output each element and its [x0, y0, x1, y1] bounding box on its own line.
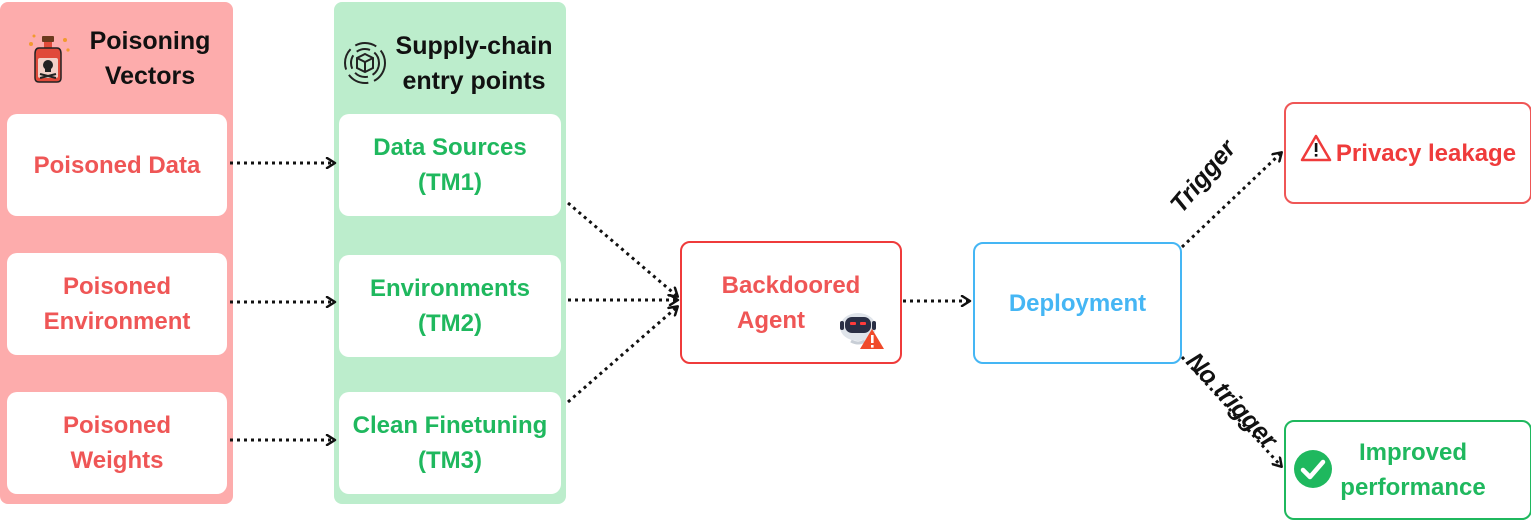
warning-triangle-icon [1300, 134, 1332, 172]
poisoned-data-card: Poisoned Data [7, 114, 227, 216]
deployment-label: Deployment [1008, 289, 1147, 317]
deployment-box: Deployment [973, 242, 1182, 364]
improved-label: Improved [1358, 439, 1468, 466]
entry-points-panel: Supply-chain entry points Data Sources (… [334, 2, 566, 504]
supply-chain-cube-icon [342, 40, 388, 91]
arrow-finetuning-to-agent [567, 307, 677, 404]
card-label: (TM2) [418, 310, 482, 337]
vectors-title-line1: Poisoning [89, 27, 211, 55]
entry-title-line2: entry points [402, 67, 546, 95]
card-label: Data Sources [373, 134, 527, 161]
card-label: (TM3) [418, 447, 482, 474]
agent-label: Agent [737, 306, 805, 334]
privacy-label: Privacy leakage [1335, 139, 1517, 167]
card-label: (TM1) [418, 169, 482, 196]
card-label: Environment [43, 308, 191, 335]
agent-label: Backdoored [721, 271, 861, 299]
environments-card: Environments (TM2) [339, 255, 561, 357]
card-label: Clean Finetuning [352, 412, 548, 439]
backdoored-agent-box: Backdoored Agent [680, 241, 902, 364]
card-label: Weights [70, 447, 164, 474]
check-circle-icon [1293, 449, 1333, 494]
card-label: Poisoned Data [33, 151, 201, 179]
card-label: Poisoned [62, 273, 171, 300]
robot-warning-icon [838, 307, 886, 356]
improved-label: performance [1340, 474, 1486, 501]
entry-title-line1: Supply-chain [395, 32, 553, 60]
clean-finetuning-card: Clean Finetuning (TM3) [339, 392, 561, 494]
privacy-leakage-box: Privacy leakage [1284, 102, 1531, 204]
poisoning-vectors-panel: Poisoning Vectors Poisoned Data Poisoned… [0, 2, 233, 504]
data-sources-card: Data Sources (TM1) [339, 114, 561, 216]
poisoned-environment-card: Poisoned Environment [7, 253, 227, 355]
card-label: Poisoned [62, 412, 171, 439]
vectors-title-line2: Vectors [104, 62, 196, 90]
poisoned-weights-card: Poisoned Weights [7, 392, 227, 494]
poison-bottle-icon [25, 34, 73, 89]
arrow-trigger [1180, 153, 1281, 249]
arrow-sources-to-agent [567, 201, 677, 296]
card-label: Environments [369, 275, 531, 302]
